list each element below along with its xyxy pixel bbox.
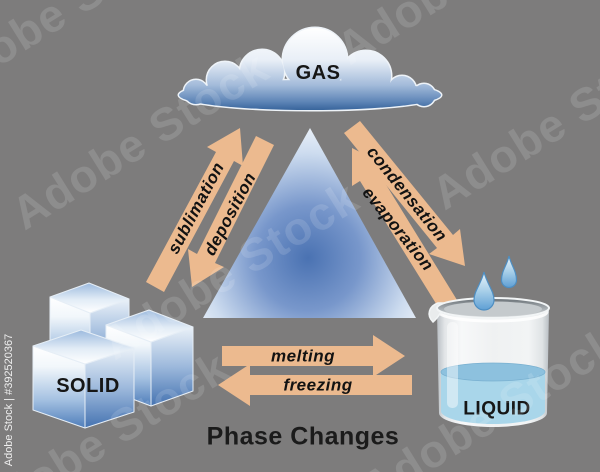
deposition-arrow bbox=[188, 136, 274, 287]
solid-label: SOLID bbox=[56, 375, 120, 397]
diagram-title: Phase Changes bbox=[206, 422, 400, 451]
evaporation-arrow bbox=[352, 148, 457, 310]
transition-arrows bbox=[146, 121, 465, 406]
phase-triangle-shape bbox=[203, 128, 416, 318]
condensation-arrow bbox=[344, 121, 465, 266]
freezing-arrow bbox=[218, 364, 412, 406]
gas-cloud-shape bbox=[177, 26, 443, 112]
liquid-beaker-shape bbox=[428, 297, 550, 427]
ice-cube-front bbox=[32, 329, 135, 429]
water-droplet-icon bbox=[500, 255, 518, 289]
melting-label: melting bbox=[271, 346, 335, 366]
beaker-water bbox=[441, 372, 545, 424]
melting-arrow bbox=[222, 335, 405, 377]
solid-ice-cubes-shape bbox=[32, 282, 194, 429]
water-droplets bbox=[473, 255, 518, 311]
sublimation-arrow bbox=[146, 128, 243, 292]
water-droplet-icon bbox=[473, 271, 495, 311]
liquid-label: LIQUID bbox=[463, 398, 531, 420]
freezing-label: freezing bbox=[283, 375, 353, 395]
gas-label: GAS bbox=[295, 62, 341, 84]
